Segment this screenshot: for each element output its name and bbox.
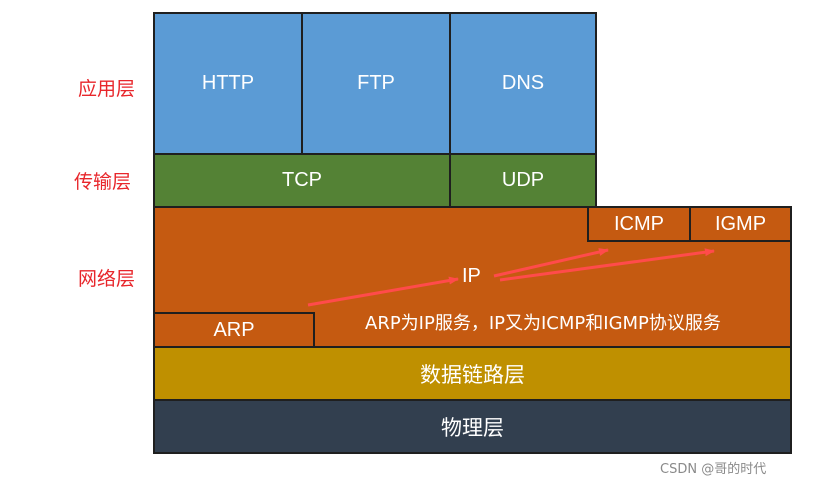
tcp-box: TCP <box>153 153 451 208</box>
label-transport-layer: 传输层 <box>74 171 132 193</box>
ftp-box: FTP <box>301 12 451 155</box>
igmp-box: IGMP <box>689 206 792 242</box>
label-application-layer: 应用层 <box>78 78 136 100</box>
dns-box: DNS <box>449 12 597 155</box>
physical-layer-band: 物理层 <box>153 399 792 454</box>
service-note: ARP为IP服务，IP又为ICMP和IGMP协议服务 <box>365 313 721 334</box>
http-box: HTTP <box>153 12 303 155</box>
icmp-box: ICMP <box>587 206 691 242</box>
arp-box: ARP <box>153 312 315 348</box>
udp-box: UDP <box>449 153 597 208</box>
ip-label: IP <box>462 265 481 287</box>
watermark: CSDN @哥的时代 <box>660 462 767 477</box>
datalink-layer-band: 数据链路层 <box>153 346 792 401</box>
label-network-layer: 网络层 <box>78 268 136 290</box>
